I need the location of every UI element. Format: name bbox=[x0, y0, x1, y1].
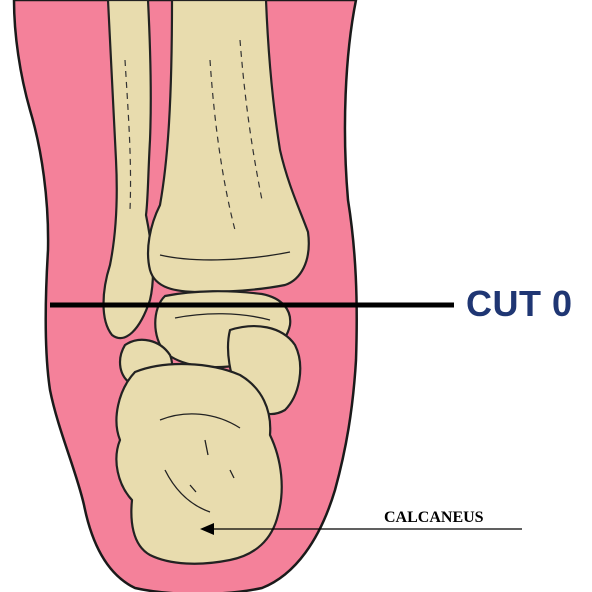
cut-label: CUT 0 bbox=[466, 283, 573, 325]
calcaneus-label: CALCANEUS bbox=[384, 509, 484, 527]
calcaneus-bone bbox=[116, 364, 281, 564]
